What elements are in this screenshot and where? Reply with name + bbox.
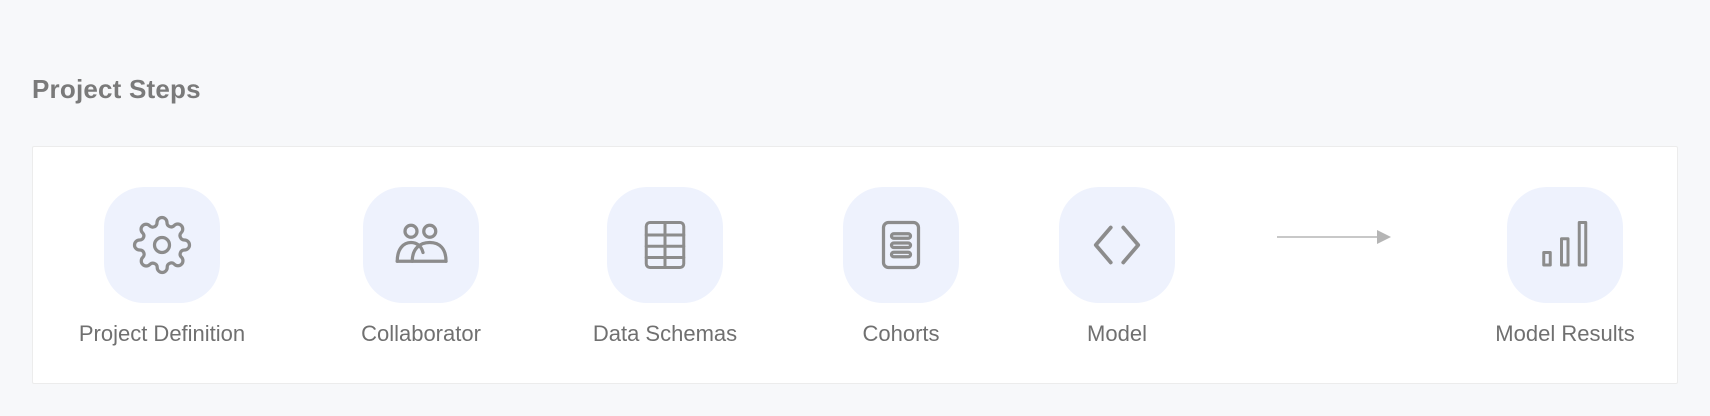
project-steps-card: Project Definition Collaborator xyxy=(32,146,1678,384)
step-icon-tile[interactable] xyxy=(363,187,479,303)
step-icon-tile[interactable] xyxy=(1059,187,1175,303)
table-icon xyxy=(644,221,686,269)
code-icon xyxy=(1093,225,1141,265)
step-icon-tile[interactable] xyxy=(607,187,723,303)
step-icon-tile[interactable] xyxy=(1507,187,1623,303)
step-icon-tile[interactable] xyxy=(843,187,959,303)
users-icon xyxy=(395,223,448,263)
step-label: Project Definition xyxy=(78,321,246,346)
bar-chart-icon xyxy=(1542,221,1588,267)
flow-arrow-icon xyxy=(1277,230,1391,244)
gear-icon xyxy=(132,215,192,275)
document-icon xyxy=(881,220,921,270)
step-label: Model xyxy=(1087,321,1147,346)
step-label: Collaborator xyxy=(361,321,481,346)
step-data-schemas[interactable]: Data Schemas xyxy=(555,187,775,347)
step-project-definition[interactable]: Project Definition xyxy=(52,187,272,347)
step-label: Data Schemas xyxy=(592,321,738,346)
step-collaborator[interactable]: Collaborator xyxy=(311,187,531,347)
step-icon-tile[interactable] xyxy=(104,187,220,303)
step-label: Model Results xyxy=(1495,321,1635,346)
step-cohorts[interactable]: Cohorts xyxy=(791,187,1011,347)
step-label: Cohorts xyxy=(862,321,940,346)
step-model-results[interactable]: Model Results xyxy=(1455,187,1675,347)
step-model[interactable]: Model xyxy=(1007,187,1227,347)
section-title: Project Steps xyxy=(32,74,201,104)
